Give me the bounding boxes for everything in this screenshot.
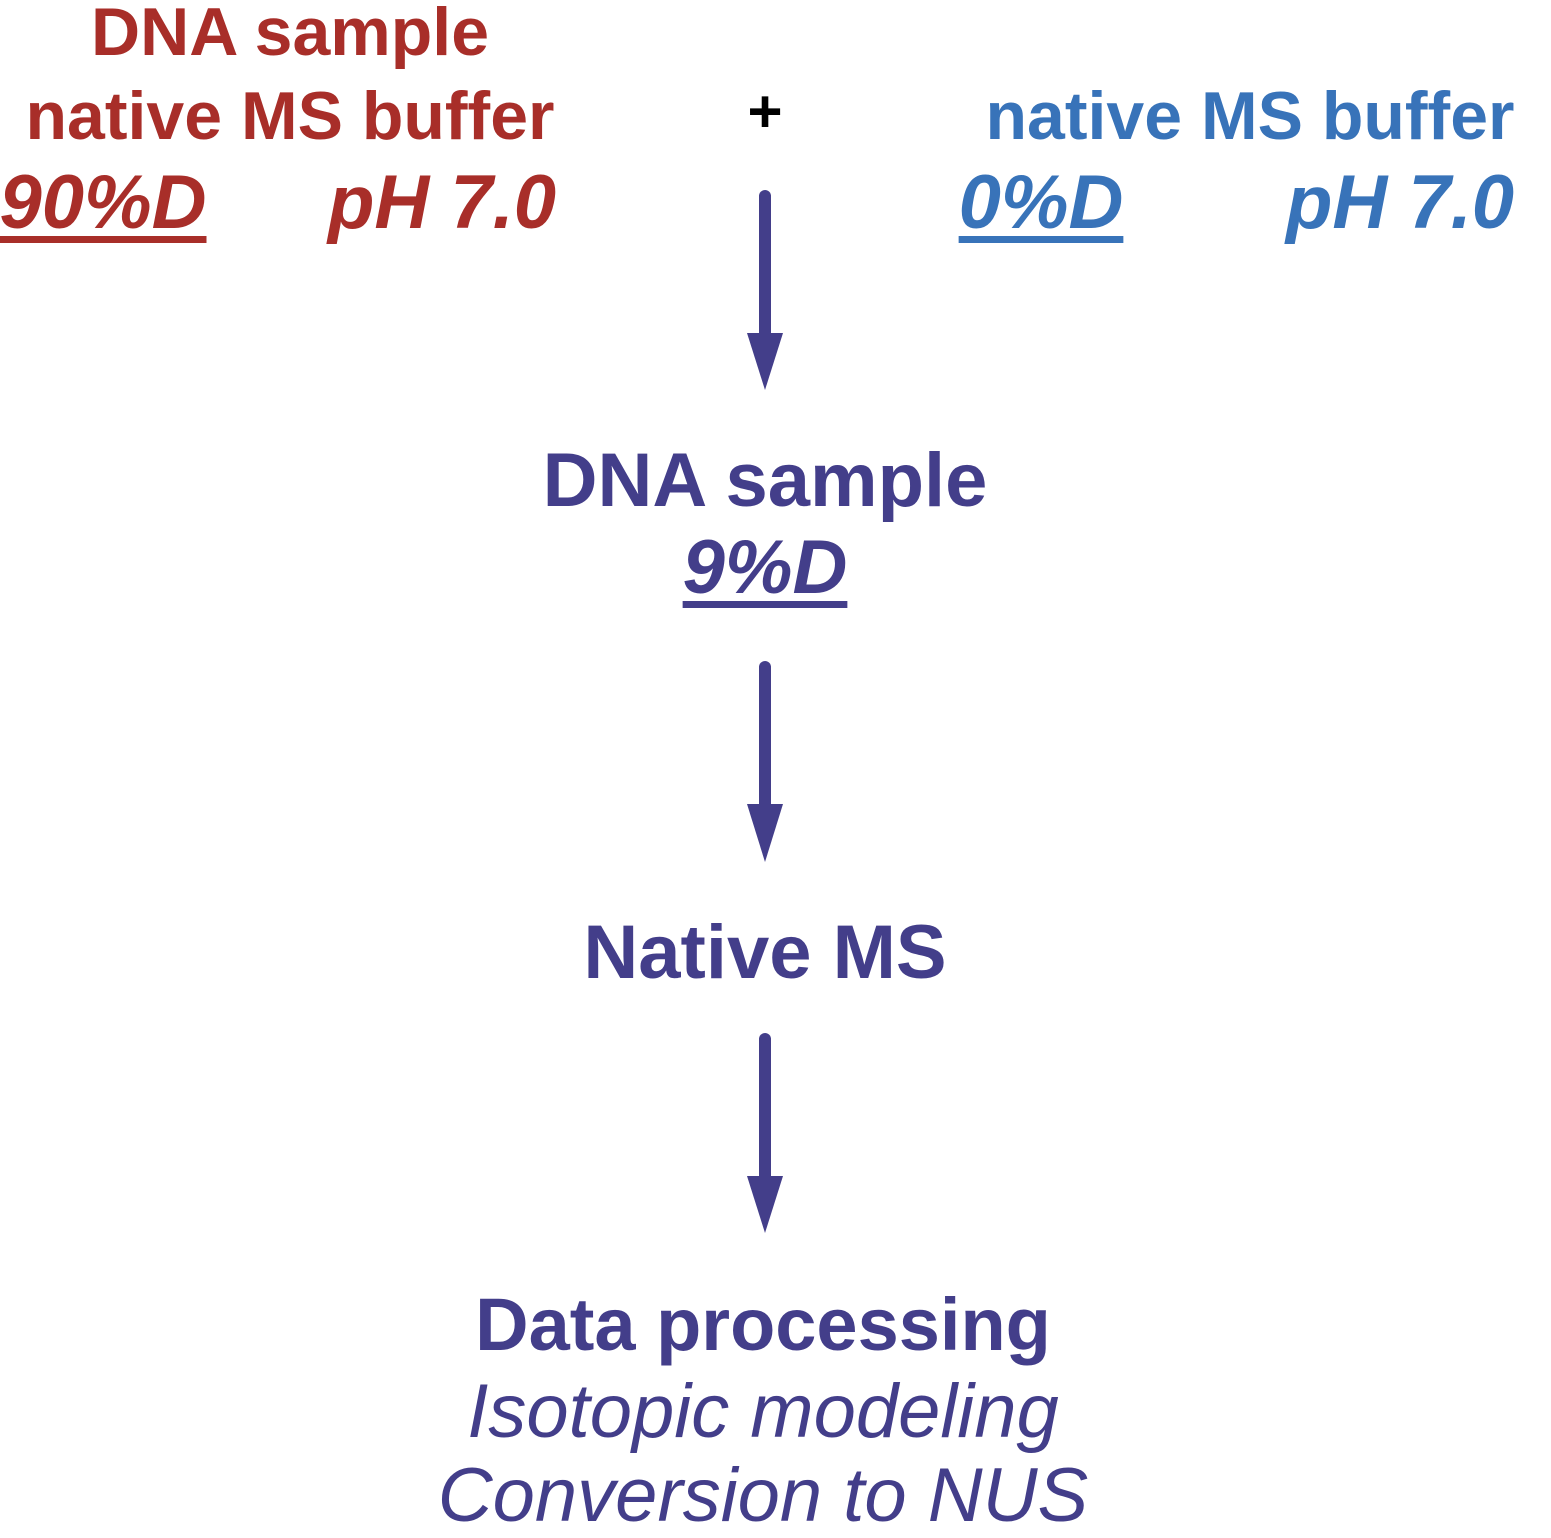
data-processing-title: Data processing [475, 1283, 1051, 1366]
native-ms-title: Native MS [583, 910, 947, 995]
arrow-1 [747, 190, 783, 390]
left-sample-label: DNA sample [90, 0, 490, 70]
mixed-sample-title: DNA sample [542, 438, 988, 523]
mixed-deuterium-label: 9%D [682, 525, 848, 610]
left-ph-label: pH 7.0 [327, 160, 557, 245]
left-deuterium-label: 90%D [0, 160, 207, 245]
left-buffer-label: native MS buffer [25, 78, 555, 154]
plus-sign: + [747, 78, 783, 145]
arrow-3 [747, 1033, 783, 1233]
arrow-2 [747, 661, 783, 862]
right-buffer-label: native MS buffer [985, 78, 1515, 154]
conversion-label: Conversion to NUS [437, 1453, 1089, 1538]
right-deuterium-label: 0%D [958, 160, 1124, 245]
right-ph-label: pH 7.0 [1285, 160, 1515, 245]
isotopic-modeling-label: Isotopic modeling [467, 1369, 1059, 1454]
